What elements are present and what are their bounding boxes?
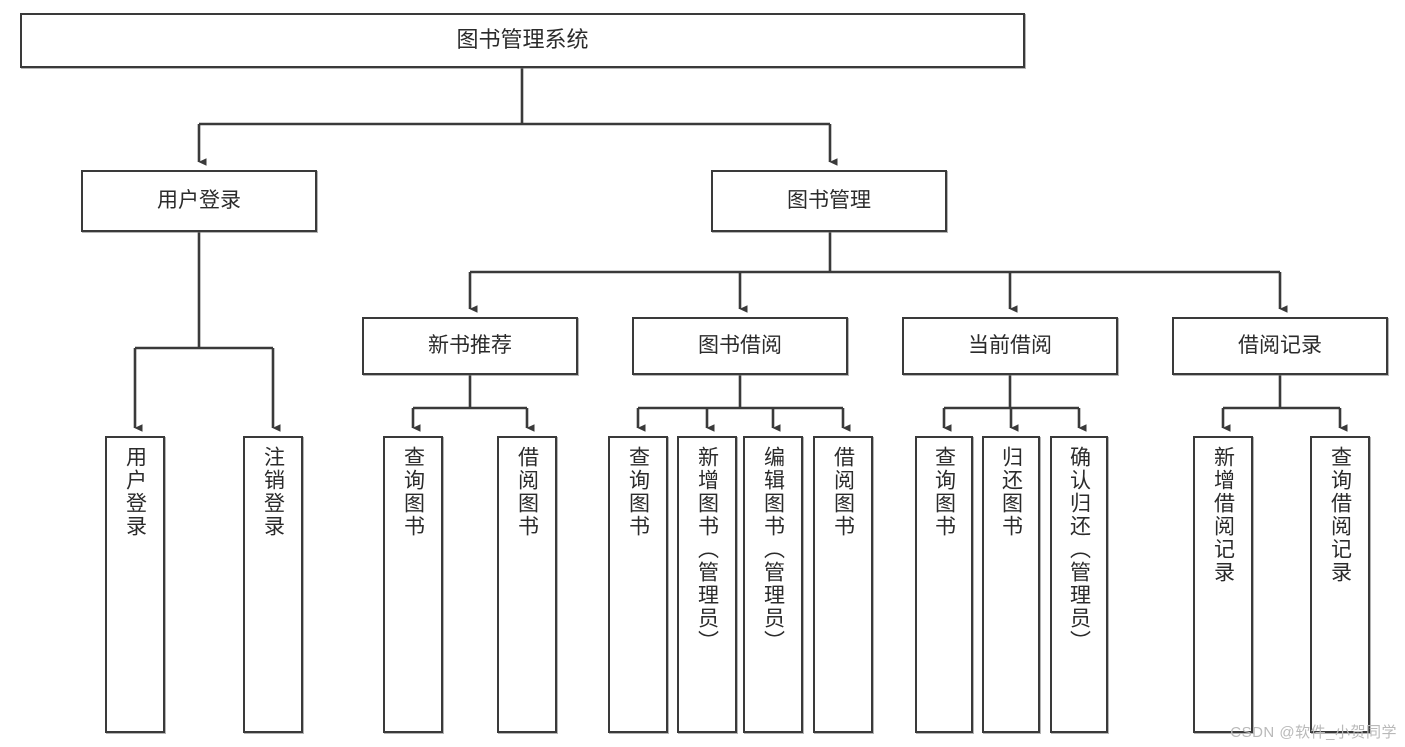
node-label: 查询图书 [626,446,650,538]
node-user-login[interactable]: 用户登录 [81,170,317,232]
node-leaf-user-login[interactable]: 用户登录 [105,436,165,733]
node-label: 新增借阅记录 [1211,446,1235,584]
node-leaf-borrow-books-borrowing[interactable]: 借阅图书 [813,436,873,733]
node-root-book-management-system[interactable]: 图书管理系统 [20,13,1025,68]
node-label: 图书管理系统 [456,27,589,53]
node-leaf-query-books-recommendation[interactable]: 查询图书 [383,436,443,733]
node-leaf-query-borrowing-record[interactable]: 查询借阅记录 [1310,436,1370,733]
node-label: 借阅图书 [831,446,855,538]
node-label: 注销登录 [261,446,285,538]
node-label: 借阅图书 [515,446,539,538]
node-label: 新书推荐 [428,334,512,358]
node-label: 用户登录 [123,446,147,538]
node-current-borrowing[interactable]: 当前借阅 [902,317,1118,375]
node-book-borrowing[interactable]: 图书借阅 [632,317,848,375]
node-borrowing-records[interactable]: 借阅记录 [1172,317,1388,375]
node-label: 借阅记录 [1238,334,1322,358]
node-new-book-recommendation[interactable]: 新书推荐 [362,317,578,375]
node-leaf-borrow-books-recommendation[interactable]: 借阅图书 [497,436,557,733]
node-label: 查询借阅记录 [1328,446,1352,584]
node-leaf-add-book-admin[interactable]: 新增图书（管理员） [677,436,737,733]
node-label: 当前借阅 [968,334,1052,358]
node-leaf-return-books[interactable]: 归还图书 [982,436,1040,733]
node-label: 新增图书（管理员） [695,446,719,653]
node-label: 图书借阅 [698,334,782,358]
node-label: 查询图书 [401,446,425,538]
node-label: 确认归还（管理员） [1067,446,1091,653]
node-book-management[interactable]: 图书管理 [711,170,947,232]
csdn-watermark: CSDN @软件_小贺同学 [1230,724,1397,741]
node-leaf-confirm-return-admin[interactable]: 确认归还（管理员） [1050,436,1108,733]
node-label: 用户登录 [157,189,241,213]
node-leaf-logout-login[interactable]: 注销登录 [243,436,303,733]
node-label: 图书管理 [787,189,871,213]
node-leaf-add-borrowing-record[interactable]: 新增借阅记录 [1193,436,1253,733]
node-label: 归还图书 [999,446,1023,538]
node-label: 编辑图书（管理员） [761,446,785,653]
node-leaf-query-books-borrowing[interactable]: 查询图书 [608,436,668,733]
node-leaf-edit-book-admin[interactable]: 编辑图书（管理员） [743,436,803,733]
node-leaf-query-books-current[interactable]: 查询图书 [915,436,973,733]
node-label: 查询图书 [932,446,956,538]
